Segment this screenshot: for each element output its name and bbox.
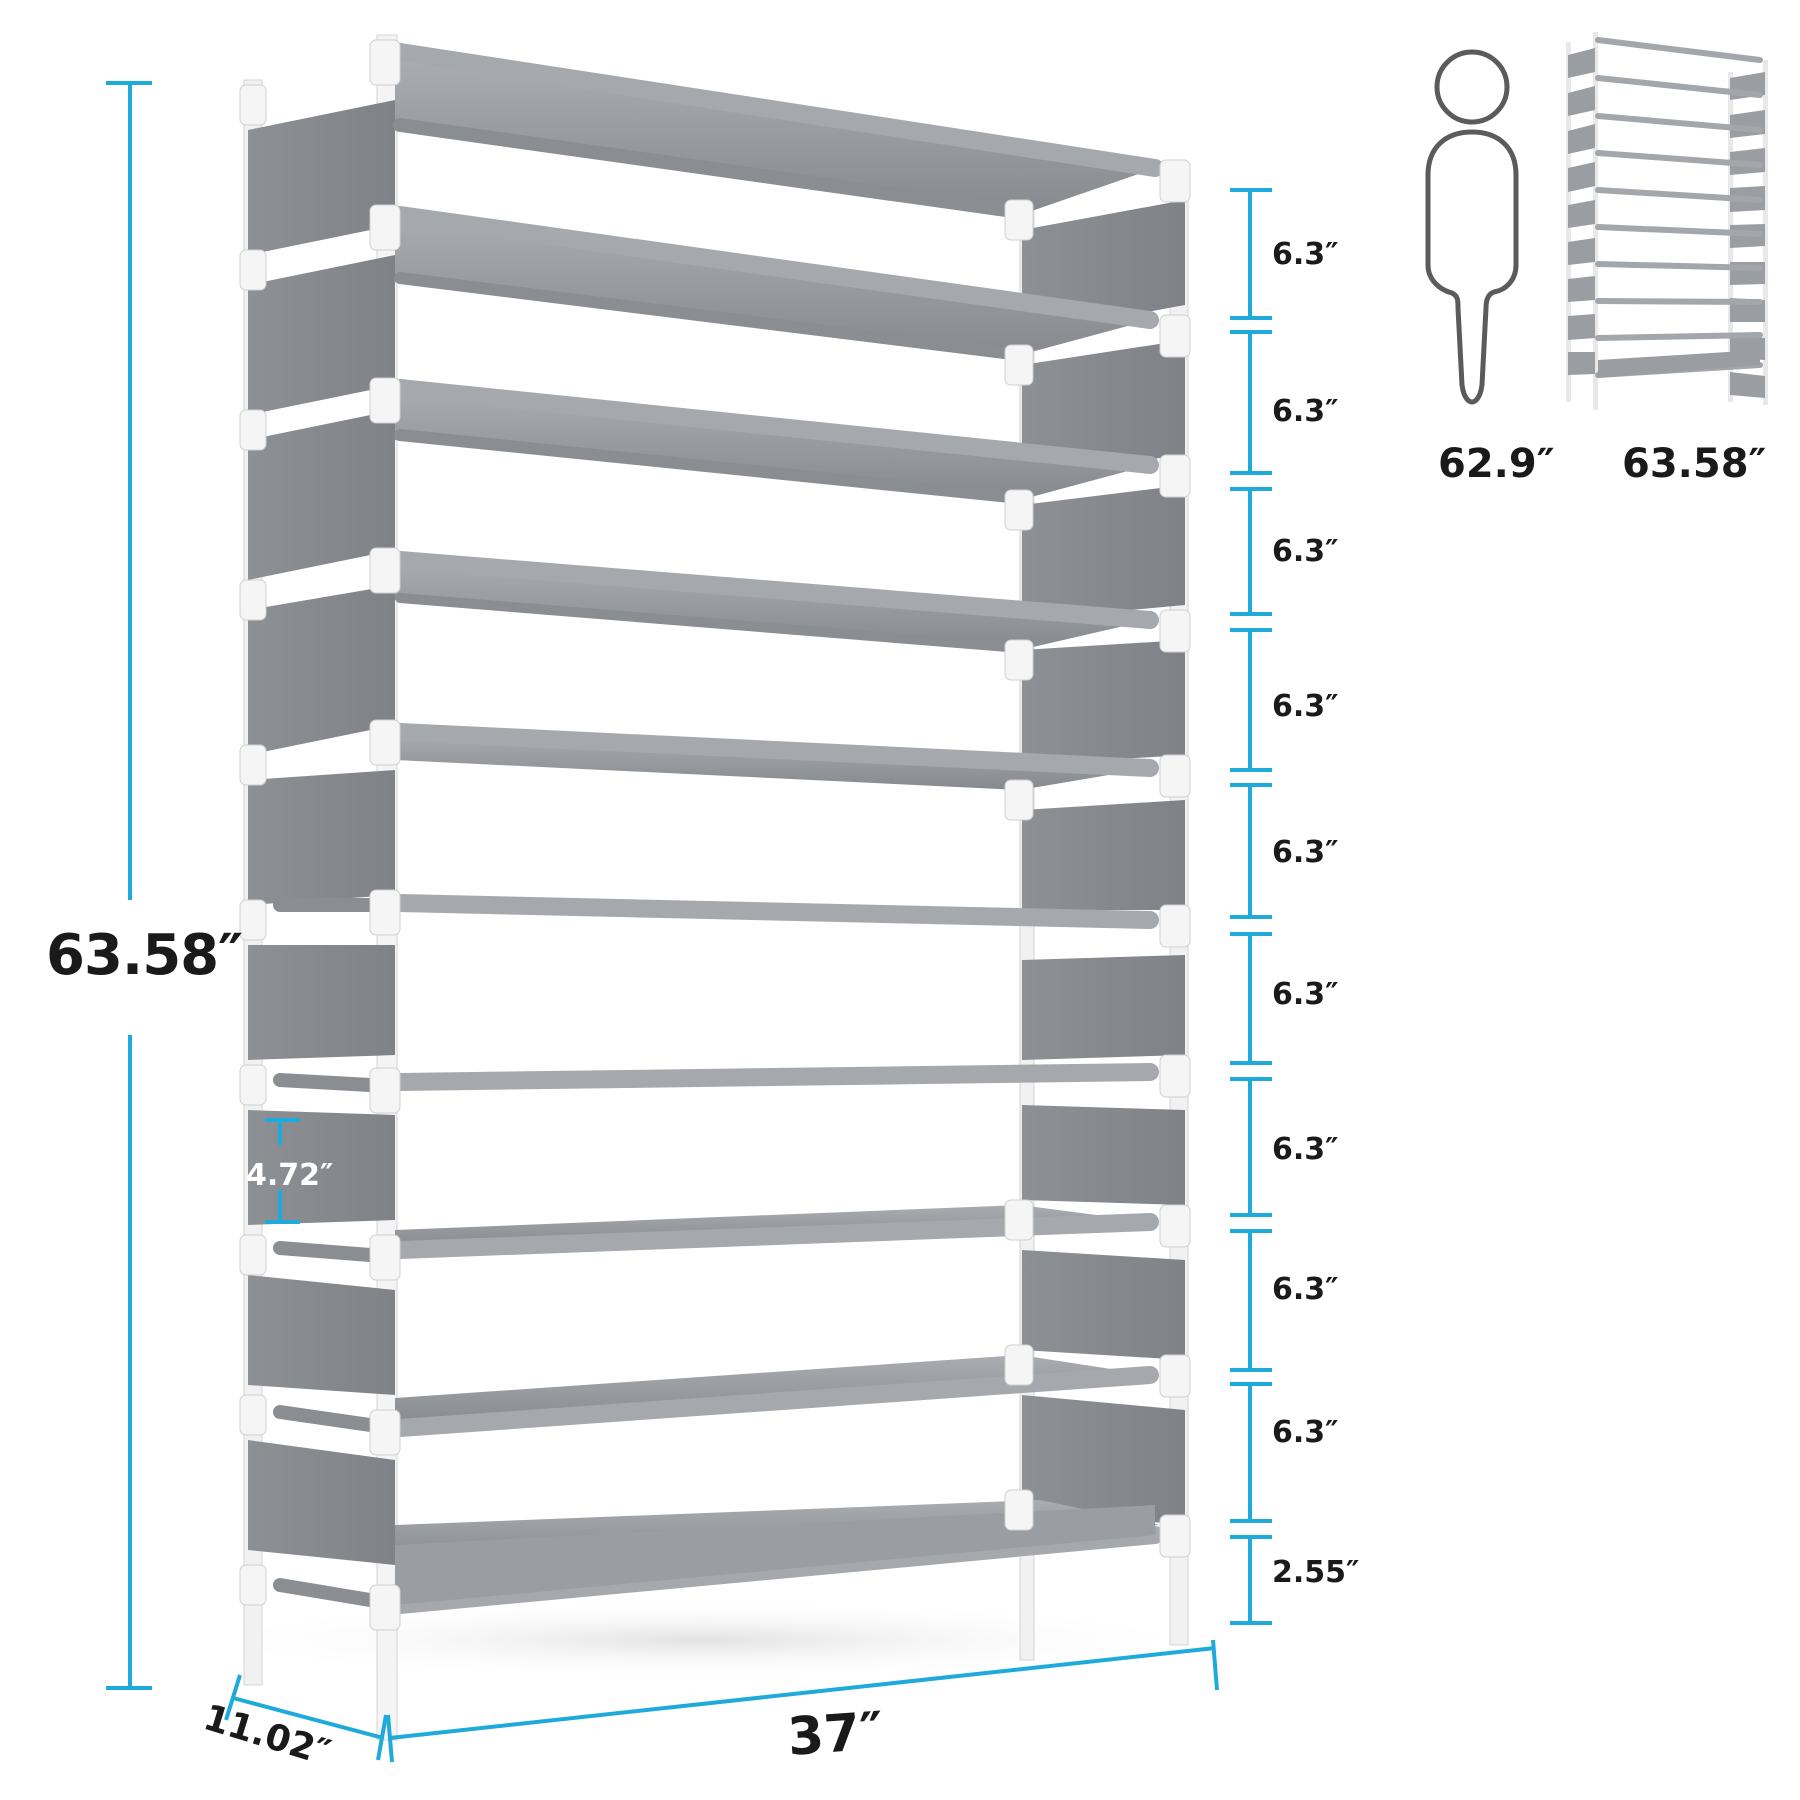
panel-height-dimension-line [265, 1118, 300, 1224]
frame-joints [239, 39, 1191, 1631]
left-side-panels [248, 100, 395, 1565]
tier-gap-dimension-lines [1230, 188, 1272, 1625]
bottom-clearance-label: 2.55″ [1272, 1555, 1360, 1590]
width-dimension-line [386, 1639, 1219, 1763]
dimension-lines [106, 81, 1272, 1763]
rack-height-label: 63.58″ [1622, 441, 1767, 487]
total-height-label: 63.58″ [46, 923, 243, 988]
person-height-label: 62.9″ [1438, 441, 1555, 487]
tier-gap-label: 6.3″ [1272, 835, 1339, 870]
person-silhouette-icon [1425, 49, 1519, 405]
tier-gap-label: 6.3″ [1272, 1415, 1339, 1450]
tier-gap-label: 6.3″ [1272, 394, 1339, 429]
tier-gap-label: 6.3″ [1272, 237, 1339, 272]
shelves [273, 43, 1164, 1614]
depth-dimension-line [224, 1674, 388, 1761]
tier-gap-label: 6.3″ [1272, 689, 1339, 724]
tier-gap-label: 6.3″ [1272, 977, 1339, 1012]
right-side-panels [1022, 200, 1185, 1525]
floor-shadow [180, 1600, 1220, 1680]
panel-height-label: 4.72″ [246, 1158, 334, 1193]
tier-gap-label: 6.3″ [1272, 1132, 1339, 1167]
shoe-rack-thumbnail-icon [1566, 32, 1768, 410]
shoe-rack-illustration [239, 34, 1191, 1741]
tier-gap-label: 6.3″ [1272, 1272, 1339, 1307]
tier-gap-label: 6.3″ [1272, 534, 1339, 569]
total-height-dimension-line [106, 81, 152, 1690]
width-label: 37″ [785, 1701, 886, 1768]
